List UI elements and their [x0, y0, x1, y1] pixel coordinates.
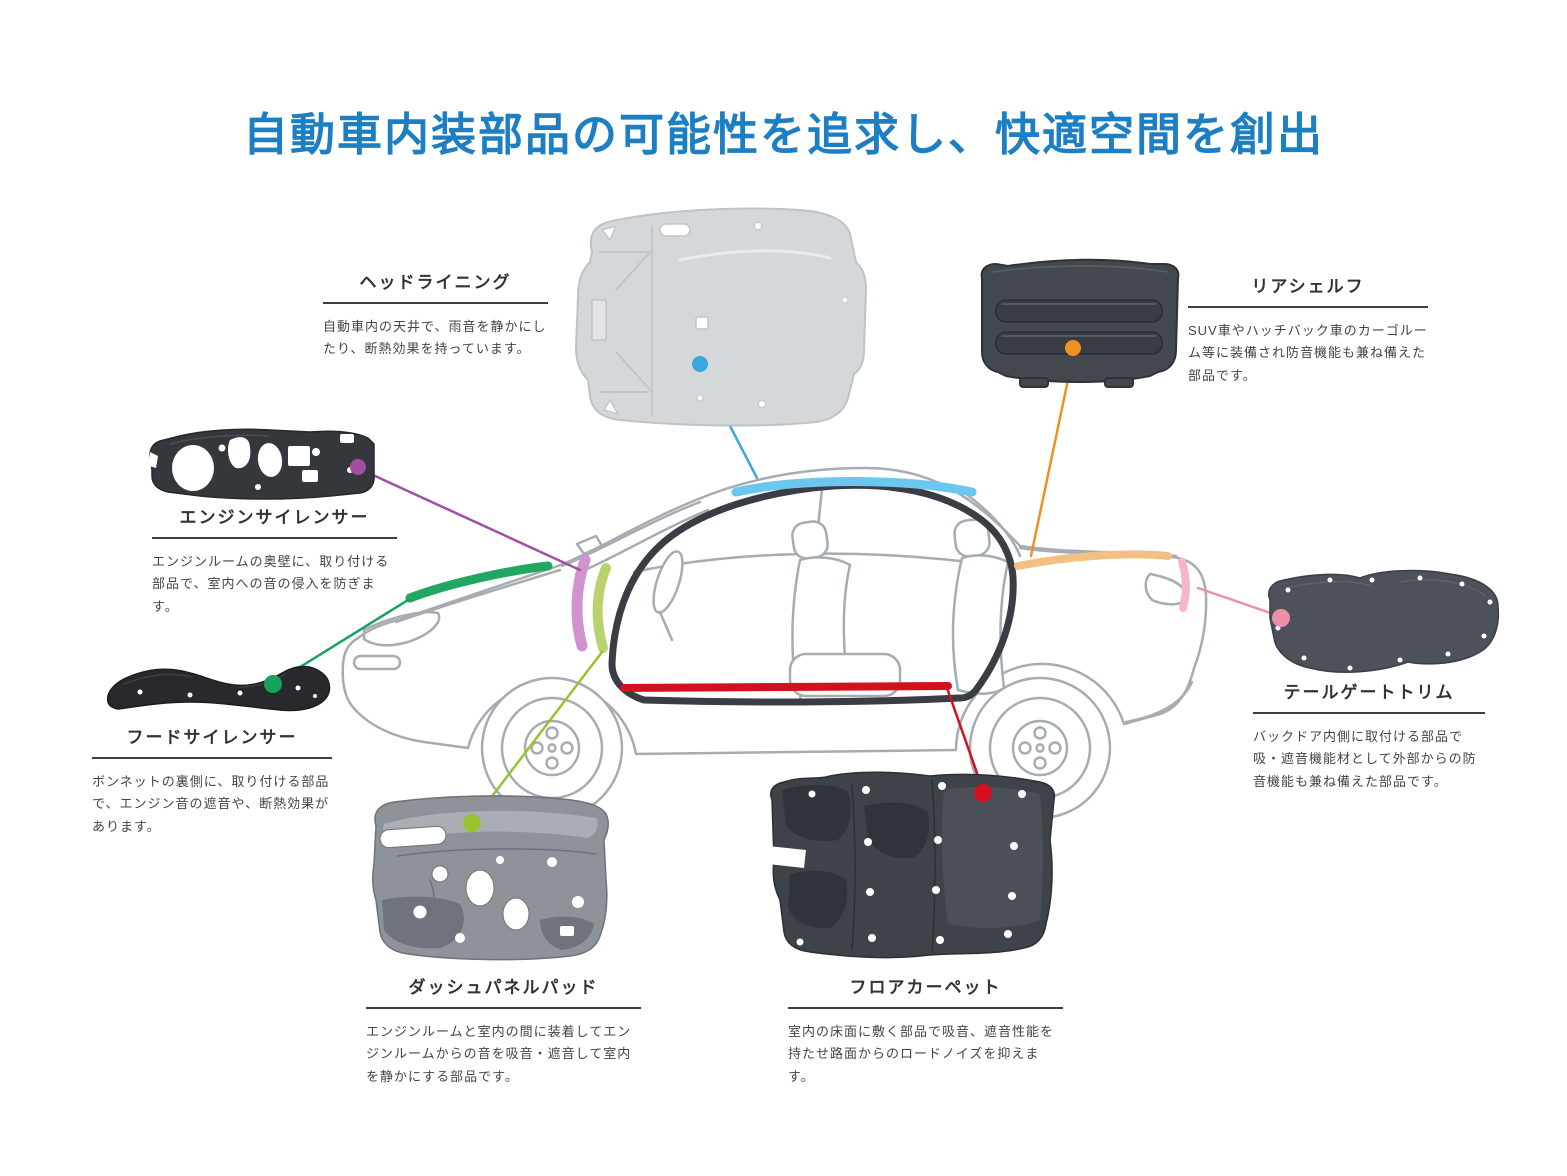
car-front-seat — [788, 520, 902, 698]
headlining-anchor-dot — [692, 356, 708, 372]
tailgate-trim-label: テールゲートトリム バックドア内側に取付ける部品で吸・遮音機能材として外部からの… — [1253, 678, 1485, 793]
tailgate-trim-anchor-dot — [1272, 609, 1290, 627]
floor-carpet-anchor-dot — [974, 784, 992, 802]
hood-silencer-label-description: ボンネットの裏側に、取り付ける部品で、エンジン音の遮音や、断熱効果があります。 — [92, 774, 330, 834]
floor-carpet-label-title: フロアカーペット — [849, 978, 1002, 997]
tailgate-trim-label-rule — [1253, 712, 1485, 714]
page-title: 自動車内装部品の可能性を追求し、快適空間を創出 — [242, 109, 1324, 160]
dash-panel-pad-label-description: エンジンルームと室内の間に装着してエンジンルームからの音を吸音・遮音して室内を静… — [366, 1024, 632, 1084]
tailgate-trim-leader-line — [1196, 586, 1281, 618]
dash-panel-pad-label-title: ダッシュパネルパッド — [408, 978, 599, 997]
rear-shelf-anchor-dot — [1065, 340, 1081, 356]
engine-silencer-image — [149, 428, 375, 500]
floor-carpet-label: フロアカーペット 室内の床面に敷く部品で吸音、遮音性能を持たせ路面からのロードノ… — [788, 973, 1063, 1088]
dash-panel-pad-image — [371, 795, 609, 961]
engine-silencer-anchor-dot — [350, 459, 366, 475]
rear-shelf-label-rule — [1188, 306, 1428, 308]
car-headlight — [362, 611, 441, 647]
dash-panel-pad-highlight — [592, 563, 611, 653]
hood-silencer-label: フードサイレンサー ボンネットの裏側に、取り付ける部品で、エンジン音の遮音や、断… — [92, 723, 332, 838]
car-taillight — [1144, 572, 1190, 606]
car-cabin-outline — [608, 481, 1017, 706]
car-mirror — [575, 534, 604, 556]
rear-shelf-label-title: リアシェルフ — [1251, 277, 1365, 296]
hood-silencer-anchor-dot — [264, 675, 282, 693]
floor-carpet-leader-line — [945, 686, 985, 792]
dash-panel-pad-label: ダッシュパネルパッド エンジンルームと室内の間に装着してエンジンルームからの音を… — [366, 973, 641, 1088]
dash-panel-pad-label-rule — [366, 1007, 641, 1009]
dash-panel-pad-anchor-dot — [463, 814, 481, 832]
tailgate-trim-highlight — [1178, 558, 1190, 612]
tailgate-trim-image — [1268, 569, 1500, 674]
floor-carpet-image — [768, 771, 1056, 959]
rear-shelf-leader-line — [1029, 354, 1075, 558]
headlining-label-title: ヘッドライニング — [359, 273, 512, 292]
headlining-label-rule — [323, 302, 548, 304]
hood-silencer-label-title: フードサイレンサー — [126, 728, 298, 747]
rear-shelf-label-description: SUV車やハッチバック車のカーゴルーム等に装備され防音機能も兼ね備えた部品です。 — [1188, 323, 1428, 383]
floor-carpet-label-rule — [788, 1007, 1063, 1009]
hood-silencer-label-rule — [92, 757, 332, 759]
floor-carpet-highlight — [620, 682, 952, 692]
dash-panel-pad-leader-line — [472, 650, 604, 822]
rear-shelf-label: リアシェルフ SUV車やハッチバック車のカーゴルーム等に装備され防音機能も兼ね備… — [1188, 272, 1428, 387]
headlining-label: ヘッドライニング 自動車内の天井で、雨音を静かにしたり、断熱効果を持っています。 — [323, 268, 548, 361]
car-steering-wheel — [652, 550, 684, 642]
rear-shelf-image — [980, 258, 1180, 388]
engine-silencer-highlight — [571, 554, 591, 652]
engine-silencer-label-rule — [152, 537, 397, 539]
floor-carpet-label-description: 室内の床面に敷く部品で吸音、遮音性能を持たせ路面からのロードノイズを抑えます。 — [788, 1024, 1055, 1084]
hood-silencer-image — [106, 665, 331, 712]
engine-silencer-label-description: エンジンルームの奥壁に、取り付ける部品で、室内への音の侵入を防ぎます。 — [152, 554, 390, 614]
engine-silencer-label-title: エンジンサイレンサー — [179, 508, 370, 527]
headlining-image — [575, 207, 867, 427]
headlining-highlight — [731, 477, 977, 497]
headlining-label-description: 自動車内の天井で、雨音を静かにしたり、断熱効果を持っています。 — [323, 319, 547, 357]
hood-silencer-highlight — [405, 561, 553, 603]
tailgate-trim-label-description: バックドア内側に取付ける部品で吸・遮音機能材として外部からの防音機能も兼ね備えた… — [1253, 729, 1477, 789]
tailgate-trim-label-title: テールゲートトリム — [1283, 683, 1455, 702]
engine-silencer-leader-line — [360, 468, 582, 572]
rear-shelf-highlight — [1014, 550, 1172, 570]
engine-silencer-label: エンジンサイレンサー エンジンルームの奥壁に、取り付ける部品で、室内への音の侵入… — [152, 503, 397, 618]
